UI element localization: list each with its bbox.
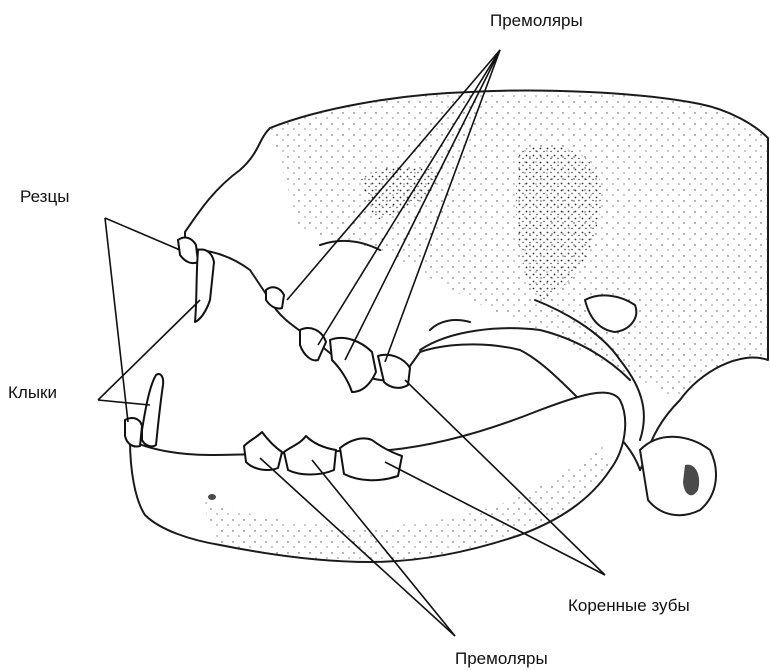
lower-molar xyxy=(340,438,402,480)
label-molars: Коренные зубы xyxy=(568,597,690,614)
lower-incisors xyxy=(125,418,142,447)
leader-canines-1 xyxy=(98,300,200,400)
lower-premolar-1 xyxy=(244,432,282,470)
lower-premolar-2 xyxy=(284,436,336,475)
upper-canine xyxy=(195,250,214,323)
label-premolars-top: Премоляры xyxy=(490,12,583,29)
label-canines: Клыки xyxy=(8,384,57,401)
leader-canines-2 xyxy=(98,400,150,405)
lower-canine xyxy=(142,374,163,446)
upper-premolar-1 xyxy=(266,287,284,308)
label-premolars-bottom: Премоляры xyxy=(455,650,548,667)
leader-incisors-1 xyxy=(105,218,180,250)
label-incisors: Резцы xyxy=(20,188,69,205)
leader-incisors-2 xyxy=(105,218,128,422)
